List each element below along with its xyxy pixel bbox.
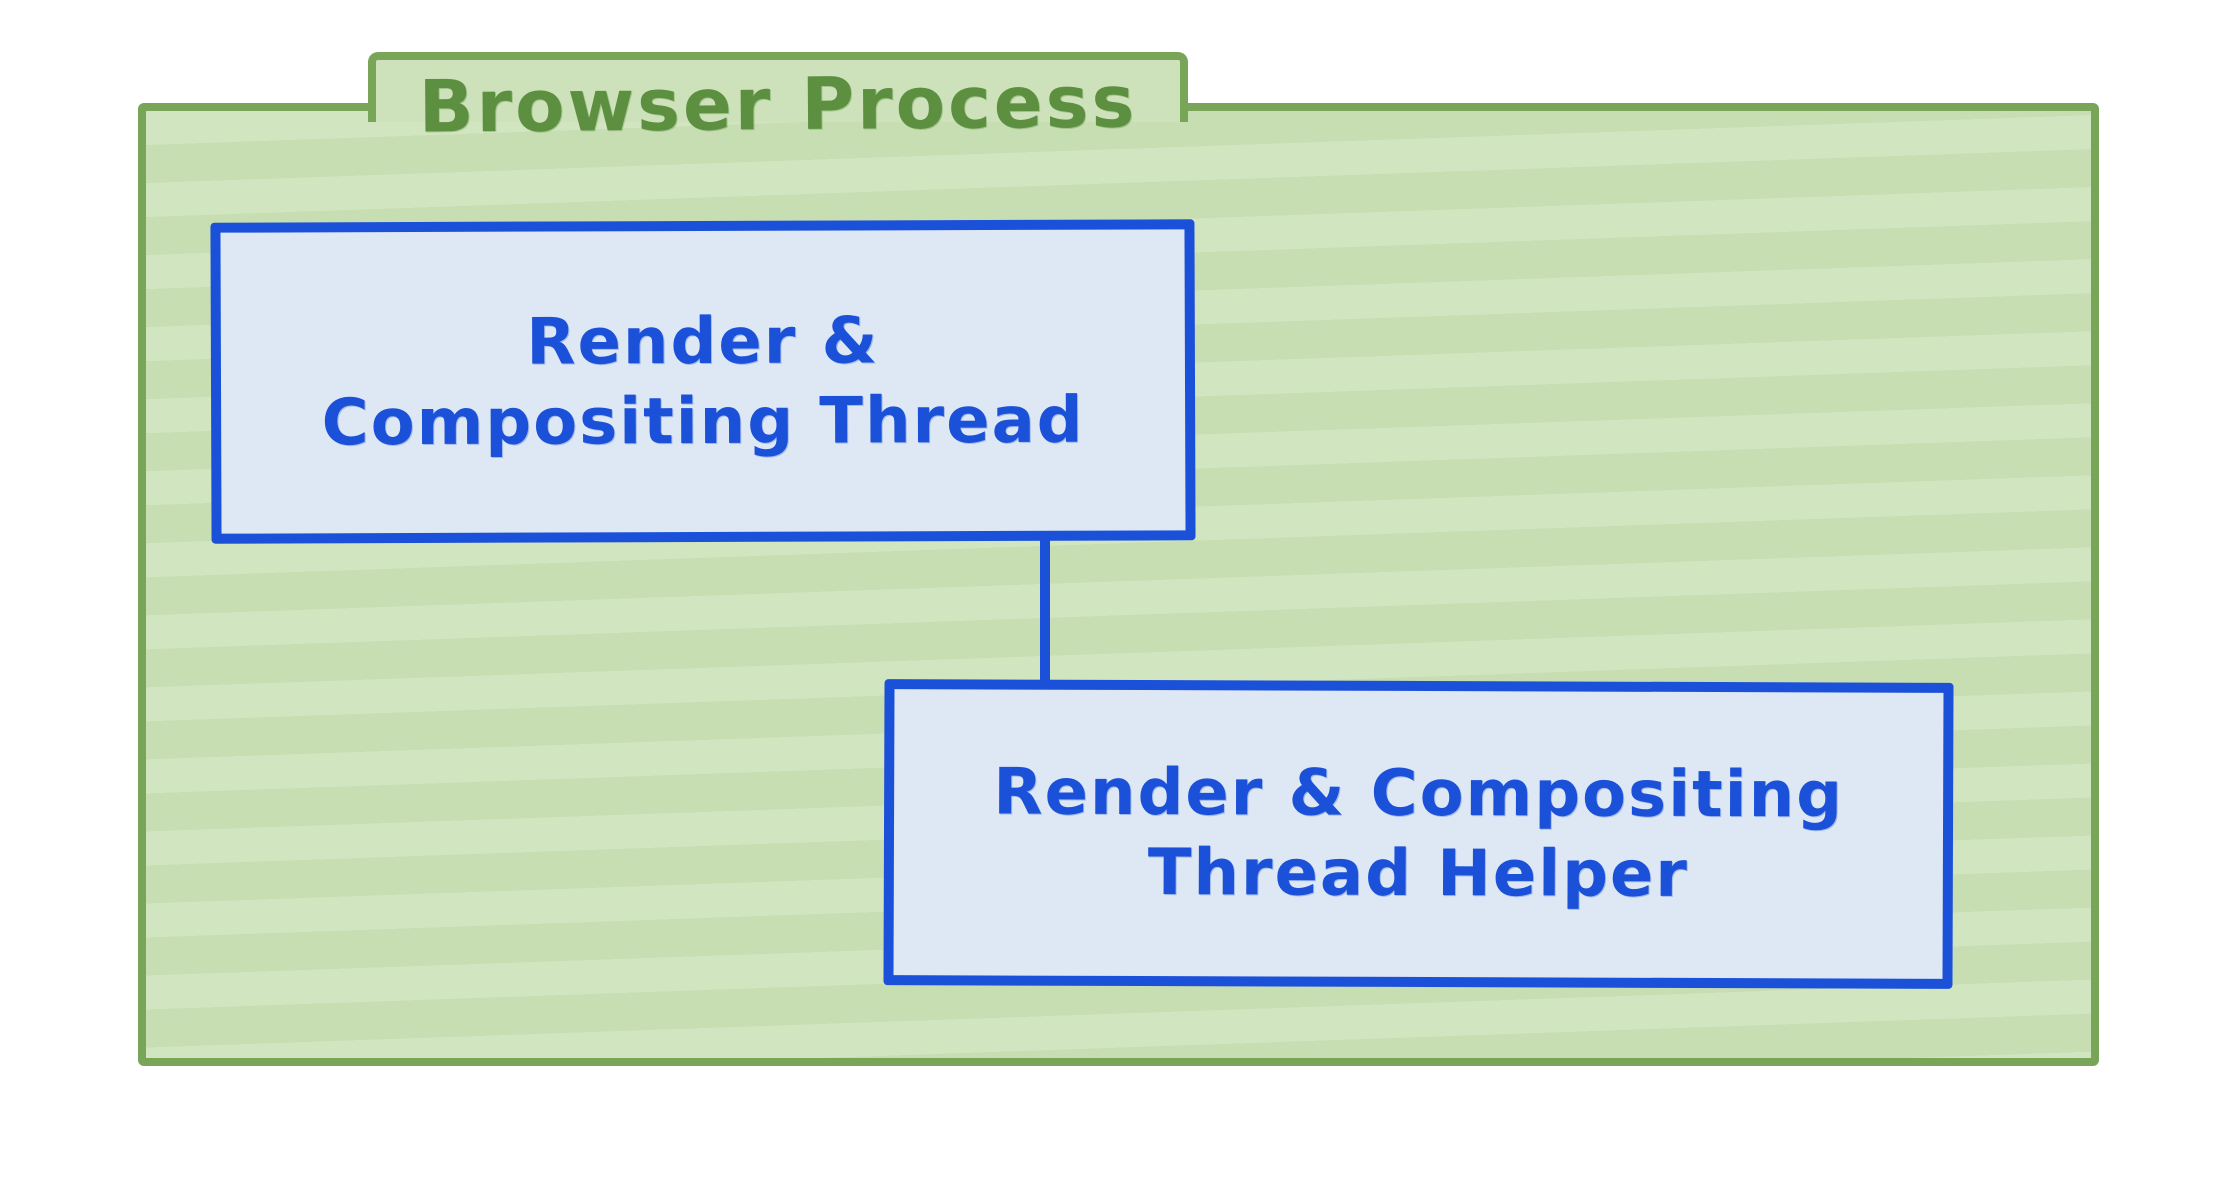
node-render-compositing-thread: Render & Compositing Thread	[210, 219, 1196, 544]
node-render-compositing-thread-helper-label: Render & Compositing Thread Helper	[993, 755, 1845, 912]
browser-process-label: Browser Process	[418, 59, 1138, 149]
thread-connector-line	[1040, 536, 1050, 686]
node-render-compositing-thread-label: Render & Compositing Thread	[321, 303, 1085, 460]
node-render-compositing-thread-helper: Render & Compositing Thread Helper	[883, 679, 1954, 989]
browser-process-tab-join	[384, 106, 1172, 120]
